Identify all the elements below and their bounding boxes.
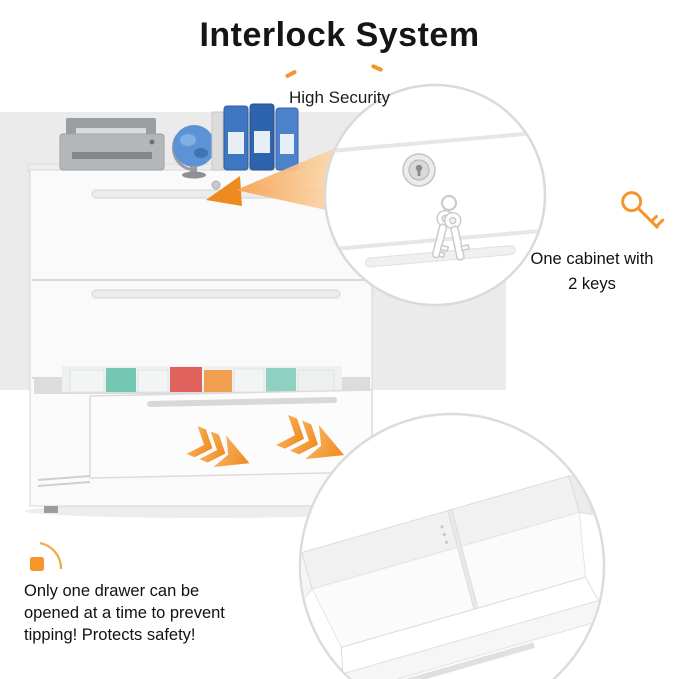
floor-shadow: [25, 504, 385, 518]
corner-arc-icon: [30, 541, 63, 571]
globe-decoration: [171, 125, 215, 179]
cabinet-lock-icon: [211, 180, 221, 190]
page-title: Interlock System: [199, 16, 480, 54]
keys-icon: [431, 194, 470, 261]
file-cabinet: [27, 103, 375, 513]
keys-caption-line1: One cabinet with: [530, 250, 654, 268]
binders: [211, 103, 299, 171]
keys-caption-line2: 2 keys: [568, 274, 616, 293]
safety-caption: Only one drawer can be opened at a time …: [24, 582, 225, 645]
keys-caption: One cabinet with 2 keys: [512, 247, 672, 297]
zoom-beam-arrow-icon: [206, 146, 344, 214]
lock-callout: [323, 83, 547, 307]
key-icon: [621, 191, 665, 229]
open-drawer: [34, 366, 373, 487]
high-security-label: High Security: [288, 88, 391, 107]
lock-icon: [402, 153, 436, 187]
printer: [59, 118, 165, 171]
hanging-files: [62, 366, 342, 393]
